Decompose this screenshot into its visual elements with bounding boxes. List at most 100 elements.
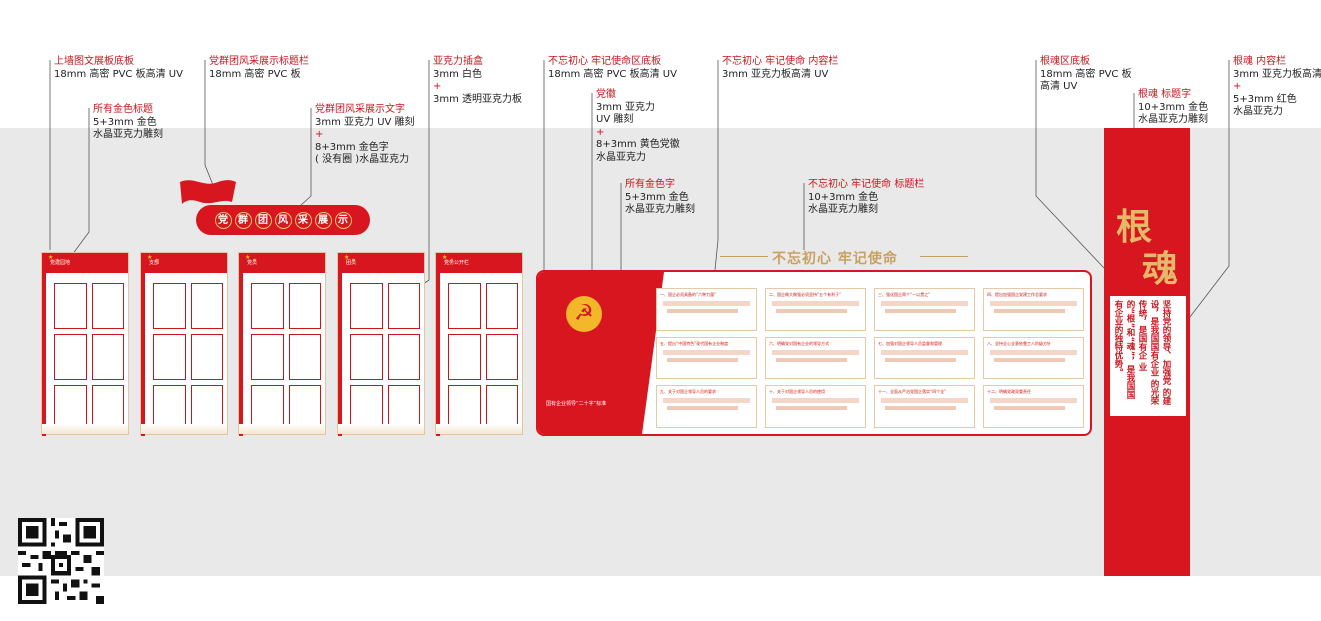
root-soul-pillar: 根 魂 坚持党的领导、加强党 的建设，是我国国有企业 的光荣传统，是国有企 业的… bbox=[1104, 128, 1190, 576]
card-bar bbox=[994, 309, 1065, 313]
annotation-board-base: 上墙图文展板底板 18mm 高密 PVC 板高清 UV bbox=[54, 56, 183, 80]
card-title: 二、国企做大做强必须坚持“五个有利于” bbox=[769, 292, 842, 297]
photo-slot[interactable] bbox=[448, 334, 481, 380]
qr-code-icon bbox=[18, 518, 104, 604]
display-frame: 支部★★ bbox=[140, 252, 228, 436]
root-soul-title: 根 魂 bbox=[1114, 198, 1184, 290]
star-icon: ★ bbox=[344, 254, 350, 261]
card-title: 三、强化国企两个“一以贯之” bbox=[878, 292, 931, 297]
photo-slot[interactable] bbox=[485, 385, 518, 431]
card-bar bbox=[990, 349, 1077, 355]
frame-header: 党务公开栏 bbox=[436, 253, 522, 273]
photo-slot[interactable] bbox=[251, 334, 284, 380]
frame-header: 党员 bbox=[239, 253, 325, 273]
content-card: 四、提出加强国企党建工作总要求 bbox=[983, 288, 1084, 331]
party-emblem-icon: ☭ bbox=[566, 296, 602, 332]
photo-slot[interactable] bbox=[288, 334, 321, 380]
photo-slot[interactable] bbox=[485, 334, 518, 380]
star-icon: ★ bbox=[48, 254, 54, 261]
photo-slot[interactable] bbox=[190, 283, 223, 329]
photo-slot[interactable] bbox=[288, 385, 321, 431]
card-title: 一、国企必须具备的“六种力量” bbox=[660, 292, 717, 297]
card-title: 六、明确党对国有企业的领导方式 bbox=[769, 340, 829, 346]
annotation-banner-base: 党群团风采展示标题栏 18mm 高密 PVC 板 bbox=[209, 56, 309, 80]
title-char-hun: 魂 bbox=[1142, 248, 1179, 290]
photo-slot[interactable] bbox=[91, 283, 124, 329]
photo-slot[interactable] bbox=[288, 283, 321, 329]
root-soul-content: 坚持党的领导、加强党 的建设，是我国国有企业 的光荣传统，是国有企 业的“根”和… bbox=[1110, 296, 1186, 416]
annotation-acrylic-box: 亚克力插盒 3mm 白色 + 3mm 透明亚克力板 bbox=[433, 56, 523, 105]
frame-label: 党务公开栏 bbox=[444, 260, 470, 266]
annotation-mission-content: 不忘初心 牢记使命 内容栏 3mm 亚克力板高清 UV bbox=[722, 56, 839, 80]
star-icon: ★ bbox=[147, 254, 153, 261]
photo-slot[interactable] bbox=[387, 283, 420, 329]
photo-slot[interactable] bbox=[190, 334, 223, 380]
slogan-text: 不忘初心 牢记使命 bbox=[772, 251, 898, 267]
content-card: 八、坚持全心全意依靠工人阶级方针 bbox=[983, 336, 1084, 380]
photo-grid bbox=[251, 283, 321, 431]
frame-side bbox=[42, 273, 46, 436]
frame-side bbox=[436, 273, 440, 436]
photo-slot[interactable] bbox=[153, 385, 186, 431]
photo-slot[interactable] bbox=[153, 283, 186, 329]
photo-slot[interactable] bbox=[350, 283, 383, 329]
card-bar bbox=[772, 349, 859, 355]
frame-base bbox=[338, 424, 424, 434]
mission-slogan: 不忘初心 牢记使命 bbox=[720, 248, 1060, 267]
banner-char: 展 bbox=[314, 211, 332, 229]
frame-label: 团员 bbox=[346, 260, 357, 266]
banner-char: 团 bbox=[254, 211, 272, 229]
photo-slot[interactable] bbox=[54, 283, 87, 329]
banner-char: 党 bbox=[214, 211, 232, 229]
card-bar bbox=[881, 301, 968, 306]
banner-char: 群 bbox=[234, 211, 252, 229]
card-bar bbox=[663, 349, 750, 355]
banner-char: 风 bbox=[274, 211, 292, 229]
card-bar bbox=[667, 357, 738, 362]
annotation-root-content: 根魂 内容栏 3mm 亚克力板高清 UV + 5+3mm 红色 水晶亚克力 bbox=[1233, 56, 1321, 117]
banner-char: 采 bbox=[294, 211, 312, 229]
card-title: 十、关于对国企领导人员的使用 bbox=[769, 389, 825, 395]
content-card: 十一、全面从严治党国企落实“四个全” bbox=[874, 385, 975, 428]
star-icon: ★ bbox=[253, 257, 257, 262]
annotation-banner-text: 党群团风采展示文字 3mm 亚克力 UV 雕刻 + 8+3mm 金色字 ( 没有… bbox=[315, 104, 415, 165]
party-mass-banner: 党 群 团 风 采 展 示 bbox=[196, 205, 370, 235]
frame-base bbox=[42, 424, 128, 434]
photo-slot[interactable] bbox=[350, 334, 383, 380]
frame-side bbox=[239, 273, 243, 436]
card-bar bbox=[772, 398, 859, 404]
card-bar bbox=[663, 398, 750, 404]
frame-label: 党建园地 bbox=[50, 260, 71, 266]
photo-slot[interactable] bbox=[251, 283, 284, 329]
card-bar bbox=[667, 309, 738, 313]
display-frame: 党建园地★★ bbox=[41, 252, 129, 436]
mission-panel: ☭ 对党忠诚 勇于创新 治企有方 兴企有为 清正廉洁 国有企业领导“二十字”标准… bbox=[536, 270, 1092, 436]
content-line: 坚持党的领导、加强党 bbox=[1161, 300, 1171, 385]
annotation-root-title: 根魂 标题字 10+3mm 金色 水晶亚克力雕刻 bbox=[1138, 89, 1209, 125]
frame-side bbox=[338, 273, 342, 436]
card-title: 七、加强对国企领导人员监督和管理 bbox=[878, 340, 942, 346]
photo-slot[interactable] bbox=[448, 283, 481, 329]
photo-slot[interactable] bbox=[448, 385, 481, 431]
photo-slot[interactable] bbox=[54, 385, 87, 431]
frame-label: 党员 bbox=[247, 260, 258, 266]
card-bar bbox=[881, 398, 968, 404]
photo-grid bbox=[153, 283, 223, 431]
content-line: 业的“根”和“魂”，是我国国 bbox=[1125, 300, 1147, 399]
photo-slot[interactable] bbox=[485, 283, 518, 329]
content-card: 十、关于对国企领导人员的使用 bbox=[765, 385, 866, 428]
photo-grid bbox=[448, 283, 518, 431]
card-title: 十二、明确党政双重责任 bbox=[987, 389, 1031, 395]
star-icon: ★ bbox=[442, 254, 448, 261]
annotation-mission-title: 不忘初心 牢记使命 标题栏 10+3mm 金色 水晶亚克力雕刻 bbox=[808, 179, 925, 215]
photo-slot[interactable] bbox=[54, 334, 87, 380]
slogan-line-left bbox=[720, 256, 768, 257]
card-title: 四、提出加强国企党建工作总要求 bbox=[987, 292, 1047, 297]
photo-slot[interactable] bbox=[387, 334, 420, 380]
frame-label: 支部 bbox=[149, 260, 160, 266]
card-bar bbox=[885, 309, 956, 313]
banner-char: 示 bbox=[334, 211, 352, 229]
photo-slot[interactable] bbox=[91, 334, 124, 380]
annotation-gold-text: 所有金色字 5+3mm 金色 水晶亚克力雕刻 bbox=[625, 179, 695, 215]
photo-slot[interactable] bbox=[153, 334, 186, 380]
